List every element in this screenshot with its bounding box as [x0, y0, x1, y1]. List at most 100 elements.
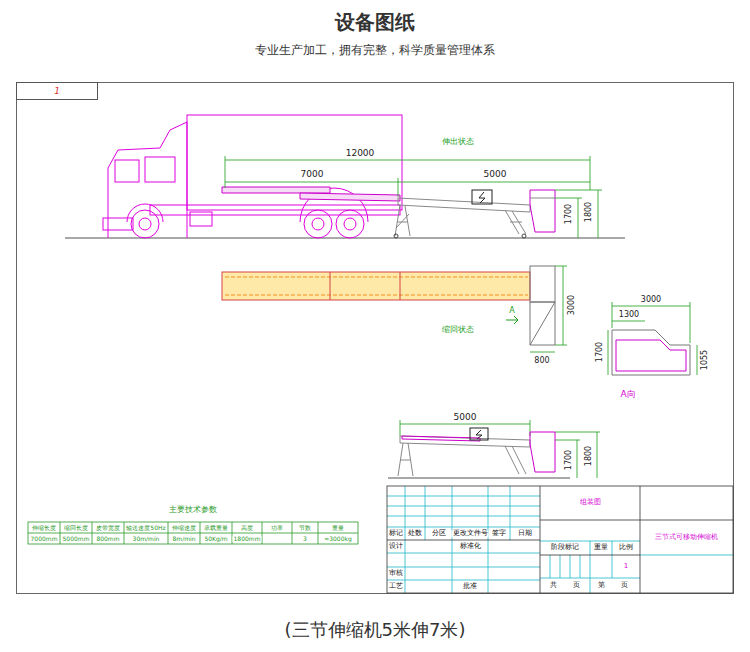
dimension-lines — [400, 424, 530, 425]
a-view — [612, 330, 690, 375]
table-cell: 7000mm — [30, 535, 59, 542]
title-block-cell: 共 — [549, 582, 558, 590]
title-block-cell: 签字 — [491, 530, 507, 538]
ground-line — [388, 477, 570, 478]
title-block — [560, 555, 561, 578]
truck — [312, 218, 324, 230]
dimension-lines — [690, 302, 691, 343]
title-block — [387, 496, 540, 497]
retracted-side-view — [470, 428, 488, 440]
title-block-cell: 第 — [597, 582, 606, 590]
table-cell: 50Kg/m — [203, 535, 228, 542]
top-view-conveyor — [225, 277, 528, 278]
truck — [336, 210, 364, 238]
dimension: 1800 — [585, 201, 594, 223]
state-note: 缩回状态 — [441, 326, 475, 335]
truck — [187, 115, 402, 210]
parameter-table — [200, 522, 201, 544]
ground-line — [65, 238, 625, 478]
title-block — [405, 486, 406, 593]
extended-conveyor — [530, 198, 555, 199]
title-block — [540, 555, 640, 556]
title-block — [640, 555, 733, 556]
title-block-cell: 标准化 — [459, 543, 482, 551]
dimension: 800 — [533, 357, 550, 366]
table-header: 功率 — [270, 524, 284, 531]
top-view-conveyor — [400, 272, 401, 300]
a-view — [616, 340, 686, 371]
parameter-table — [60, 522, 61, 544]
sheet-number: 1 — [17, 83, 97, 99]
view-marker: A — [508, 307, 515, 316]
title-block — [612, 541, 613, 578]
truck — [190, 212, 212, 226]
dimension-lines — [577, 440, 578, 478]
title-block — [580, 555, 581, 578]
title-block-cell: 日期 — [517, 530, 533, 538]
table-header: 重量 — [331, 524, 345, 531]
parameter-table — [168, 522, 169, 544]
table-cell: 1800mm — [233, 535, 262, 542]
title-block — [387, 580, 540, 581]
dimension-lines — [555, 190, 602, 191]
table-header: 节数 — [298, 524, 312, 531]
title-block-cell: 标记 — [388, 530, 404, 538]
scale-value: 1 — [623, 563, 629, 571]
retracted-side-view — [398, 443, 413, 476]
dimension: 3000 — [568, 294, 577, 316]
subtitle: 专业生产加工，拥有完整，科学质量管理体系 — [254, 44, 496, 57]
table-cell: 8m/min — [172, 535, 197, 542]
extended-conveyor — [222, 187, 330, 193]
dimension: 12000 — [345, 149, 376, 159]
drawing-frame — [17, 83, 734, 594]
table-header: 伸缩长度 — [31, 524, 57, 531]
extended-conveyor — [300, 193, 400, 201]
dimension-lines — [597, 432, 598, 478]
top-view-conveyor — [506, 316, 518, 324]
truck — [131, 210, 159, 238]
title-block — [510, 486, 511, 540]
retracted-side-view — [505, 446, 526, 474]
extended-conveyor — [395, 205, 410, 236]
title-block — [550, 555, 551, 578]
page-caption: (三节伸缩机5米伸7米) — [285, 620, 466, 640]
extended-conveyor — [398, 198, 530, 212]
truck — [127, 204, 163, 222]
dimension: 1300 — [618, 311, 640, 320]
table-header: 输送速度50Hz — [125, 524, 166, 531]
retracted-side-view — [398, 428, 555, 476]
top-view-conveyor — [330, 272, 331, 300]
table-cell: ≈3000kg — [323, 535, 353, 542]
title-block-cell: 页 — [620, 582, 629, 590]
title-block-cell: 审核 — [388, 570, 404, 578]
truck — [344, 218, 356, 230]
sheet-number-box: 1 — [16, 82, 98, 100]
parameter-table — [92, 522, 93, 544]
title-block-cell: 阶段标记 — [550, 544, 580, 552]
title-block — [387, 486, 733, 593]
parameter-table — [318, 522, 319, 544]
truck — [145, 157, 175, 182]
dimension-lines — [555, 345, 567, 346]
truck — [139, 218, 151, 230]
title-block — [640, 486, 641, 593]
dimension: 1700 — [565, 203, 574, 225]
dimension-lines — [612, 321, 645, 322]
drawing-frame — [17, 83, 734, 594]
title-block-cell: 页 — [572, 582, 581, 590]
title-block — [590, 541, 591, 593]
extended-conveyor — [505, 210, 526, 234]
title-block — [540, 520, 733, 521]
title-block — [387, 486, 733, 593]
dimension-lines — [578, 198, 579, 238]
dimension-lines — [612, 306, 690, 307]
title-block — [387, 567, 540, 568]
title-block — [387, 486, 733, 593]
truck — [103, 115, 402, 238]
dimension-lines — [608, 330, 609, 375]
title-block — [488, 486, 489, 593]
view-title: A向 — [619, 390, 636, 400]
extended-conveyor — [394, 234, 398, 238]
dimension-lines — [612, 302, 613, 328]
